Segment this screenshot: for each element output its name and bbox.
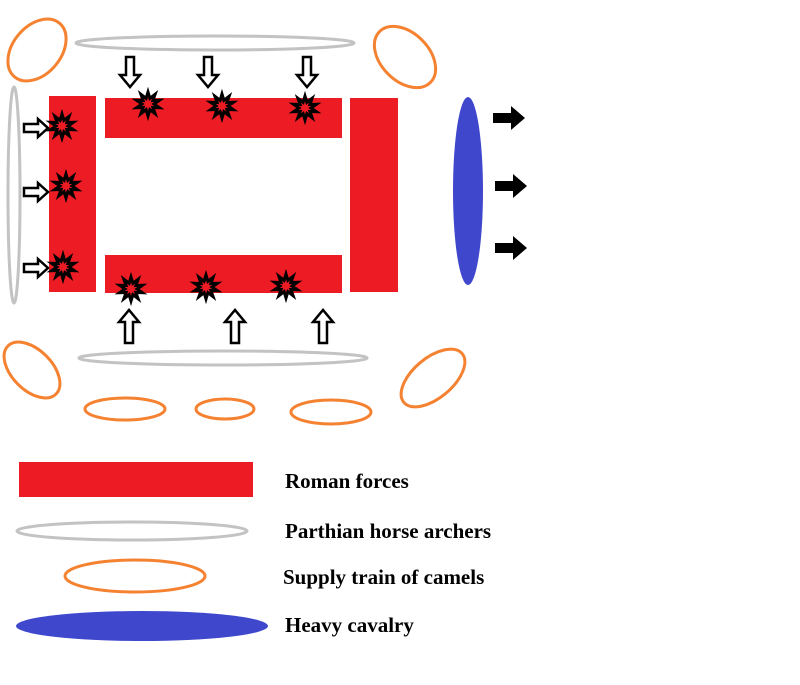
hollow-arrow-icon <box>116 308 142 345</box>
hollow-arrows-group <box>22 55 336 345</box>
camel-supply-train-group <box>2 17 467 426</box>
parthian-archers-bottom <box>77 349 369 367</box>
explosion-burst-icon <box>189 269 223 305</box>
legend-swatch-parthian <box>15 520 249 542</box>
legend-label-roman: Roman forces <box>285 469 409 493</box>
roman-forces-group <box>49 96 398 293</box>
explosion-burst-icon <box>114 271 148 307</box>
hollow-arrow-icon <box>195 55 221 89</box>
camel-train-top-right <box>372 24 438 90</box>
explosion-burst-icon <box>288 90 322 126</box>
camel-train-bottom-left <box>2 340 62 400</box>
camel-train-bottom-2 <box>194 397 256 421</box>
legend-swatch-heavy-cavalry <box>16 611 268 641</box>
solid-arrow-icon <box>493 106 525 130</box>
hollow-arrow-icon <box>22 116 50 140</box>
camel-train-bottom-1 <box>83 396 167 422</box>
hollow-arrow-icon <box>22 180 50 204</box>
explosion-burst-icon <box>131 86 165 122</box>
camel-train-bottom-3 <box>289 398 373 426</box>
explosion-burst-icon <box>205 88 239 124</box>
legend-label-parthian: Parthian horse archers <box>285 519 491 543</box>
parthian-archers-top <box>74 34 356 52</box>
roman-line-right <box>350 98 398 292</box>
legend: Roman forces Parthian horse archers Supp… <box>15 462 491 641</box>
hollow-arrow-icon <box>294 55 320 89</box>
hollow-arrow-icon <box>117 55 143 89</box>
parthian-horse-archers-group <box>6 34 369 367</box>
legend-swatch-camels <box>63 558 207 594</box>
solid-arrow-icon <box>495 174 527 198</box>
hollow-arrow-icon <box>222 308 248 345</box>
hollow-arrow-icon <box>310 308 336 345</box>
explosion-burst-icon <box>45 108 79 144</box>
legend-swatch-roman <box>19 462 253 497</box>
roman-line-bottom <box>105 255 342 293</box>
camel-train-bottom-right <box>399 347 467 409</box>
camel-train-top-left <box>6 17 68 83</box>
heavy-cavalry-unit <box>453 97 483 285</box>
solid-arrows-group <box>493 106 527 260</box>
solid-arrow-icon <box>495 236 527 260</box>
hollow-arrow-icon <box>22 256 50 280</box>
legend-label-camels: Supply train of camels <box>283 565 484 589</box>
impact-bursts-group <box>45 86 322 307</box>
parthian-archers-left <box>6 85 22 305</box>
explosion-burst-icon <box>269 268 303 304</box>
explosion-burst-icon <box>46 249 80 285</box>
explosion-burst-icon <box>49 168 83 204</box>
legend-label-heavy-cavalry: Heavy cavalry <box>285 613 414 637</box>
